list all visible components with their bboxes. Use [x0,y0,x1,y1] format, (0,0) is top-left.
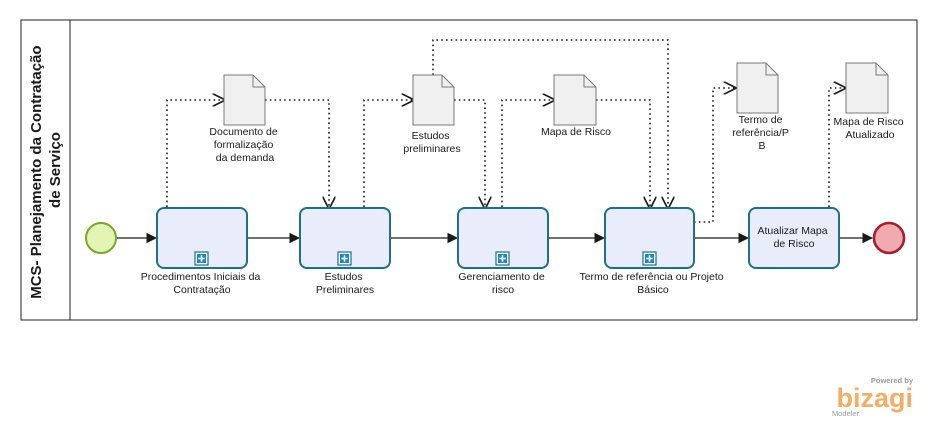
data-object-label: Termo de referência/P B [732,114,791,152]
data-object-label: Mapa de Risco Atualizado [834,116,907,141]
association-t1-d1 [166,100,224,207]
document-icon [553,74,597,126]
subprocess-plus-icon [642,251,657,266]
task-label-line: Estudos [325,271,363,283]
task-procedimentos-iniciais[interactable]: Procedimentos Iniciais da Contratação [141,207,264,296]
document-icon [736,62,779,114]
data-object-documento-formalizacao[interactable]: Documento de formalização da demanda [209,74,280,164]
data-object-label-line: referência/P [732,127,789,139]
document-icon [845,62,889,114]
data-object-label-line: preliminares [403,143,460,155]
data-object-mapa-de-risco[interactable]: Mapa de Risco [541,74,611,138]
task-gerenciamento-de-risco[interactable]: Gerenciamento de risco [457,207,549,296]
task-label: Estudos Preliminares [316,271,374,296]
association-d2-t3 [454,99,485,208]
task-label: Gerenciamento de risco [458,271,547,296]
pool-title-line2: de Serviço [47,132,64,208]
document-icon [412,74,455,126]
start-event[interactable] [85,222,117,254]
data-object-label-line: formalização [214,139,274,151]
data-object-label: Documento de formalização da demanda [209,126,280,164]
association-t2-d2 [363,100,413,207]
data-object-estudos-preliminares[interactable]: Estudos preliminares [403,74,461,155]
task-label-line: risco [492,284,514,296]
task-label-line: Básico [637,284,669,296]
task-label: Atualizar Mapa de Risco [758,225,831,250]
subprocess-plus-icon [495,251,510,266]
task-termo-de-referencia[interactable]: Termo de referência ou Projeto Básico [579,207,726,296]
pool-title-line1: MCS- Planejamento da Contratação [28,45,45,298]
data-object-label-line: Atualizado [845,129,894,141]
task-label: Termo de referência ou Projeto Básico [579,271,726,296]
associations [166,39,845,223]
data-object-label: Estudos preliminares [403,130,460,155]
task-label-line: Termo de referência ou Projeto [579,271,723,283]
watermark-product: Modeler [832,409,860,418]
data-object-label-line: Documento de [209,126,277,138]
data-object-label-line: da demanda [216,152,275,164]
subprocess-plus-icon [194,251,209,266]
association-d1-t2 [265,99,329,208]
association-d3-t4 [596,99,650,208]
watermark-powered: Powered by [871,376,914,385]
data-object-label-line: B [758,140,765,152]
bizagi-logo: bizagi [836,383,913,413]
task-label-line: Contratação [173,284,230,296]
document-icon [223,74,266,126]
data-object-label-line: Termo de [739,114,783,126]
task-label-line: Atualizar Mapa [758,225,828,237]
task-label-line: Gerenciamento de [458,271,545,283]
association-t5-d5 [828,88,845,207]
association-t3-d3 [501,100,554,207]
data-object-label: Mapa de Risco [541,126,611,138]
task-estudos-preliminares[interactable]: Estudos Preliminares [299,207,391,296]
data-object-mapa-de-risco-atualizado[interactable]: Mapa de Risco Atualizado [834,62,907,141]
end-event[interactable] [872,221,906,255]
task-label-line: Procedimentos Iniciais da [141,271,261,283]
task-label-line: de Risco [774,238,815,250]
task-label-line: Preliminares [316,284,374,296]
task-atualizar-mapa-de-risco[interactable]: Atualizar Mapa de Risco [748,207,840,269]
association-t4-d4 [694,88,735,223]
data-object-label-line: Estudos [412,130,450,142]
pool-title: MCS- Planejamento da Contratação de Serv… [28,41,64,299]
subprocess-plus-icon [337,251,352,266]
data-object-termo-de-referencia[interactable]: Termo de referência/P B [732,62,791,152]
data-object-label-line: Mapa de Risco [834,116,904,128]
bizagi-watermark: Powered by bizagi Modeler [832,376,914,418]
data-object-label-line: Mapa de Risco [541,126,611,138]
task-label: Procedimentos Iniciais da Contratação [141,271,264,296]
